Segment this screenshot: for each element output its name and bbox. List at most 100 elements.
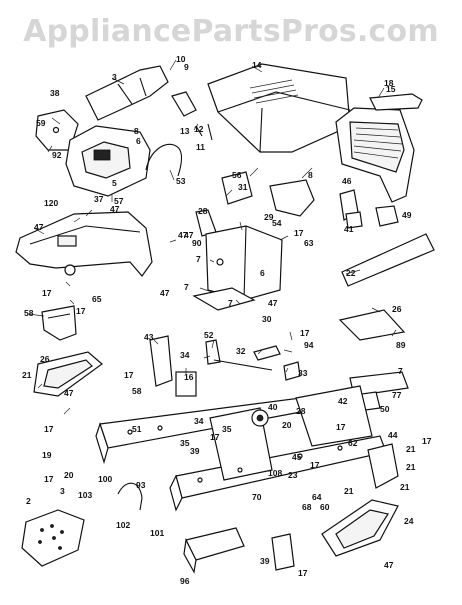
callout-62: 62 [348,438,358,448]
callout-108: 108 [268,468,282,478]
callout-58: 58 [24,308,34,318]
hood [207,63,351,153]
callout-13: 13 [180,126,190,136]
callout-17: 17 [310,460,320,470]
mount-bracket-8 [269,179,315,217]
callout-7: 7 [398,366,403,376]
bracket-39 [271,533,295,571]
callout-18: 18 [384,78,394,88]
callout-19: 19 [42,450,52,460]
bolt-12 [195,125,203,137]
callout-92: 92 [52,150,62,160]
callout-89: 89 [396,340,406,350]
bracket-41 [345,211,363,229]
step-plate-right-inner [335,509,389,549]
callout-17: 17 [42,288,52,298]
callout-22: 22 [346,268,356,278]
callout-9: 9 [184,62,189,72]
callout-21: 21 [22,370,32,380]
leader-lines [27,59,397,415]
callout-28: 28 [296,406,306,416]
axle-bracket [41,305,77,341]
body-pan [15,211,153,277]
bracket-44 [367,443,399,489]
callout-68: 68 [302,502,312,512]
callout-90: 90 [192,238,202,248]
fuel-cap [64,264,76,276]
callout-120: 120 [44,198,58,208]
callout-94: 94 [304,340,314,350]
callout-47: 47 [268,298,278,308]
bracket-48 [375,205,399,227]
callout-17: 17 [298,568,308,578]
callout-17: 17 [422,436,432,446]
callout-8: 8 [308,170,313,180]
ignition-panel [93,149,111,161]
mount-bracket-31 [221,171,253,205]
callout-17: 17 [300,328,310,338]
callout-47: 47 [64,388,74,398]
cross-member [209,407,273,481]
callout-12: 12 [194,124,204,134]
callout-54: 54 [272,218,282,228]
frame-front [295,385,373,447]
callout-6: 6 [136,136,141,146]
dash-cover [85,65,169,121]
frame-rail-left-side [95,422,109,465]
shaft-34 [213,359,273,371]
callout-5: 5 [112,178,117,188]
callout-47: 47 [384,560,394,570]
callout-17: 17 [210,432,220,442]
callout-35: 35 [180,438,190,448]
step-plate-left-inner [43,359,93,389]
fuel-opening [57,235,77,247]
callout-102: 102 [116,520,130,530]
callout-8: 8 [134,126,139,136]
callout-56: 56 [232,170,242,180]
callout-64: 64 [312,492,322,502]
bolt-11 [207,123,213,141]
firewall-fold [243,225,247,301]
callout-21: 21 [406,444,416,454]
callout-39: 39 [190,446,200,456]
rear-plate-holes [38,524,64,550]
spring-32 [253,345,281,361]
callout-47: 47 [34,222,44,232]
callout-3: 3 [112,72,117,82]
callout-53: 53 [176,176,186,186]
cover-plate [338,309,406,341]
watermark: AppliancePartsPros.com [23,14,439,49]
callout-17: 17 [294,228,304,238]
callout-29: 29 [264,212,274,222]
callout-11: 11 [196,142,205,152]
side-rail [341,233,435,287]
callout-47: 47 [178,230,188,240]
callout-47: 47 [110,204,120,214]
callout-60: 60 [320,502,330,512]
callout-30: 30 [262,314,272,324]
callout-17: 17 [336,422,346,432]
firewall-hole [216,258,224,266]
frame-holes [127,425,343,483]
dash-bracket [171,91,197,117]
callout-39: 39 [260,556,270,566]
callout-70: 70 [252,492,262,502]
callout-47: 47 [184,230,194,240]
bottom-bracket [185,527,245,561]
callout-57: 57 [114,196,124,206]
callout-17: 17 [44,474,54,484]
callout-42: 42 [338,396,348,406]
callout-21: 21 [344,486,354,496]
callout-50: 50 [380,404,390,414]
callout-35: 35 [222,424,232,434]
callout-17: 17 [124,370,134,380]
grille-mesh-lines [353,127,403,159]
callout-46: 46 [342,176,352,186]
callout-15: 15 [386,84,396,94]
callout-34: 34 [180,350,190,360]
axle-bracket-fold [47,313,71,319]
bolt-hole [52,126,60,134]
pulley-hub [256,414,264,422]
